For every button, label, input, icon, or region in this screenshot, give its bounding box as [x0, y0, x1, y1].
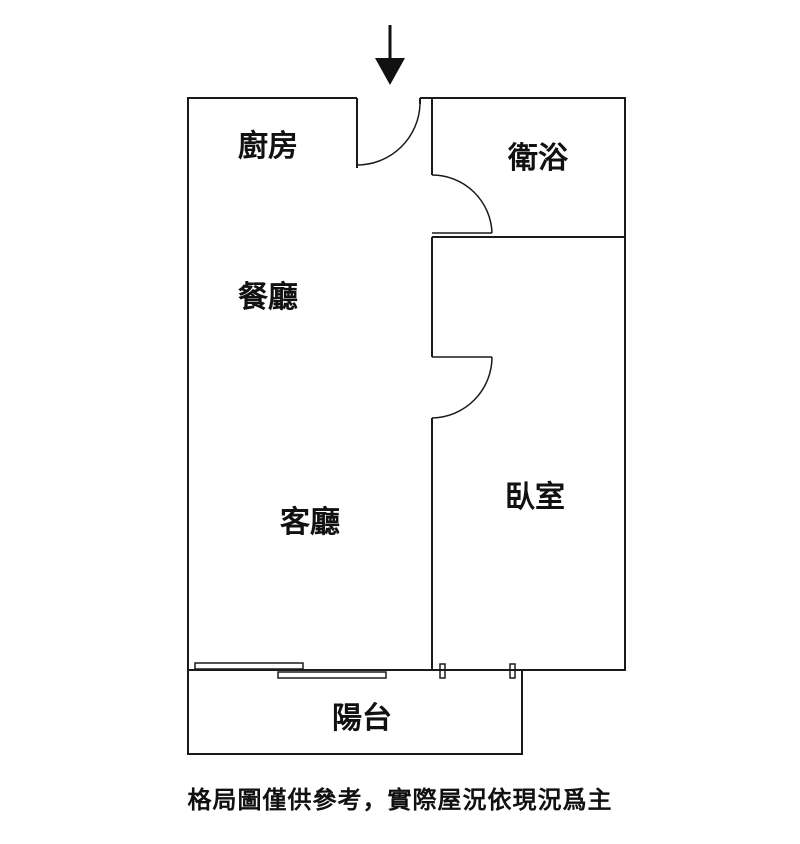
bedroom-door [431, 356, 493, 419]
disclaimer-caption: 格局圖僅供參考，實際屋況依現況爲主 [187, 786, 613, 814]
arrow-down-icon [375, 25, 405, 85]
room-label-living: 客廳 [280, 505, 340, 540]
room-label-kitchen: 廚房 [238, 129, 298, 164]
bathroom-door [431, 174, 493, 234]
balcony-walls [187, 670, 523, 755]
room-label-dining: 餐廳 [238, 280, 298, 315]
room-label-bedroom: 臥室 [505, 480, 565, 515]
bedroom-window [439, 663, 516, 679]
bedroom-walls [431, 237, 492, 670]
floor-plan: 廚房 衛浴 餐廳 客廳 臥室 陽台 [187, 25, 626, 755]
outer-walls [187, 97, 626, 671]
sliding-door [194, 662, 387, 679]
room-label-balcony: 陽台 [332, 701, 392, 736]
bathroom-walls [431, 98, 625, 238]
entrance-door [356, 103, 421, 168]
room-label-bathroom: 衛浴 [507, 141, 569, 176]
